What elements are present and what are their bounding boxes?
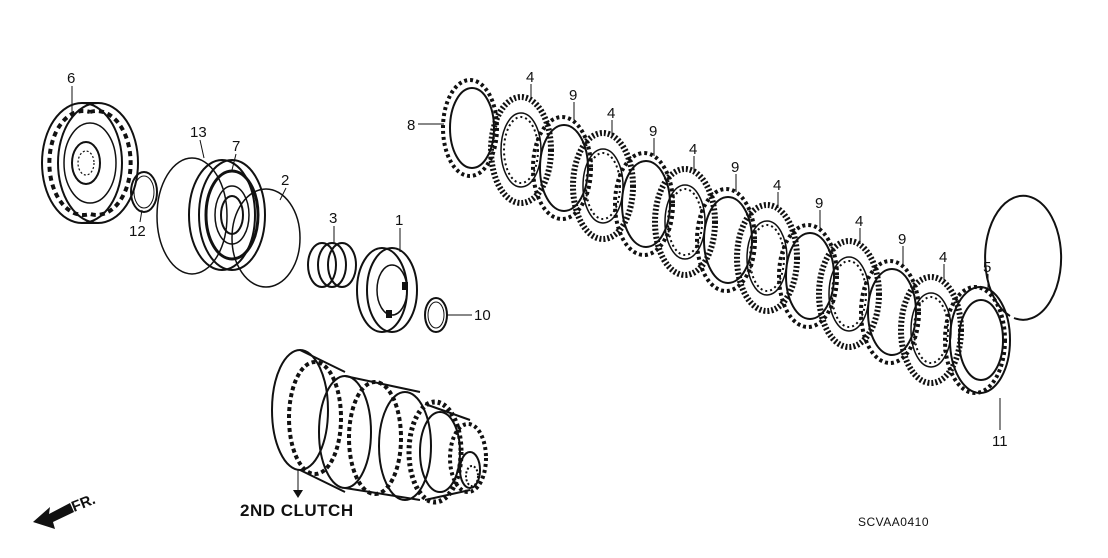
callout-4f: 4 [939, 249, 947, 266]
diagram-code: SCVAA0410 [858, 515, 929, 529]
callout-10: 10 [474, 307, 491, 324]
callout-9d: 9 [815, 195, 823, 212]
callout-1: 1 [395, 212, 403, 229]
part-9-steel-plate [859, 259, 921, 365]
assembled-2nd-clutch [271, 349, 488, 505]
part-7-piston [188, 159, 266, 271]
part-2-o-ring [231, 188, 301, 288]
part-10-snap-ring [424, 297, 448, 333]
part-1-retainer [356, 247, 418, 333]
callout-7: 7 [232, 138, 240, 155]
clutch-pack [441, 78, 1063, 395]
part-5-pressure-plate [943, 285, 1011, 395]
callout-13: 13 [190, 124, 207, 141]
callout-4b: 4 [607, 105, 615, 122]
part-12-snap-ring [130, 171, 158, 213]
callout-9b: 9 [649, 123, 657, 140]
part-4-friction-disc [816, 238, 882, 350]
callout-9e: 9 [898, 231, 906, 248]
part-11-snap-ring [984, 194, 1063, 321]
callout-11: 11 [992, 433, 1008, 450]
part-9-steel-plate [613, 151, 675, 257]
front-direction-arrow: FR. [33, 491, 98, 529]
part-13-o-ring [156, 157, 228, 275]
part-6-clutch-drum [41, 102, 139, 224]
part-4-friction-disc [652, 166, 718, 278]
leader-lines [71, 84, 1001, 430]
callout-3: 3 [329, 210, 337, 227]
callout-4d: 4 [773, 177, 781, 194]
part-3-return-spring [307, 242, 357, 288]
callout-8: 8 [407, 117, 415, 134]
callout-5: 5 [983, 259, 991, 276]
part-4-friction-disc [898, 274, 964, 386]
callout-9a: 9 [569, 87, 577, 104]
part-9-steel-plate [531, 115, 593, 221]
fr-arrow-icon [33, 503, 74, 529]
callout-4e: 4 [855, 213, 863, 230]
part-8-end-plate [441, 78, 499, 178]
part-9-steel-plate [695, 187, 757, 293]
callout-12: 12 [129, 223, 146, 240]
part-9-steel-plate [777, 223, 839, 329]
callout-4c: 4 [689, 141, 697, 158]
callout-9c: 9 [731, 159, 739, 176]
part-4-friction-disc [488, 94, 554, 206]
part-4-friction-disc [734, 202, 800, 314]
fr-label: FR. [69, 491, 98, 516]
callout-labels: 6 13 7 2 12 3 1 10 8 4 9 4 9 4 9 4 9 4 9… [67, 69, 1008, 450]
part-4-friction-disc [570, 130, 636, 242]
callout-4a: 4 [526, 69, 534, 86]
callout-6: 6 [67, 70, 75, 87]
assembly-caption: 2ND CLUTCH [240, 501, 354, 520]
callout-2: 2 [281, 172, 289, 189]
